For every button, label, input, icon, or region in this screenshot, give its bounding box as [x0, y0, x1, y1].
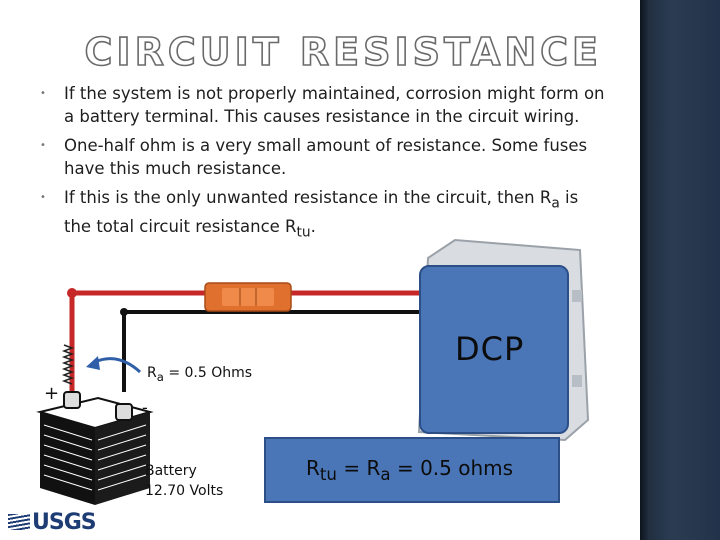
bullet-dot: • — [40, 88, 46, 99]
bullet-text: If this is the only unwanted resistance … — [64, 188, 579, 241]
bullet-item: • If this is the only unwanted resistanc… — [40, 186, 610, 245]
battery-label: Battery 12.70 Volts — [145, 463, 224, 499]
bullet-list: • If the system is not properly maintain… — [40, 82, 610, 251]
bullet-text: One-half ohm is a very small amount of r… — [64, 136, 588, 178]
equation-label: Rtu = Ra = 0.5 ohms — [306, 456, 514, 484]
side-decoration-bar — [640, 0, 720, 540]
resistor-icon — [61, 344, 75, 385]
fuse-icon — [204, 282, 292, 312]
resistance-label: Ra = 0.5 Ohms — [147, 365, 253, 384]
bullet-text: If the system is not properly maintained… — [64, 84, 605, 126]
slide-title: CIRCUIT RESISTANCE — [84, 29, 602, 75]
plus-sign: + — [44, 383, 60, 404]
dcp-label: DCP — [455, 330, 525, 368]
battery-icon — [36, 391, 154, 505]
black-wire — [120, 308, 430, 392]
equation-box — [264, 437, 560, 503]
minus-sign: - — [142, 398, 148, 417]
arrow-icon — [86, 356, 142, 374]
bullet-item: • One-half ohm is a very small amount of… — [40, 134, 610, 180]
dcp-box — [419, 265, 569, 434]
bullet-dot: • — [40, 140, 46, 151]
usgs-logo: USGS — [8, 510, 97, 535]
bullet-item: • If the system is not properly maintain… — [40, 82, 610, 128]
bullet-dot: • — [40, 192, 46, 203]
